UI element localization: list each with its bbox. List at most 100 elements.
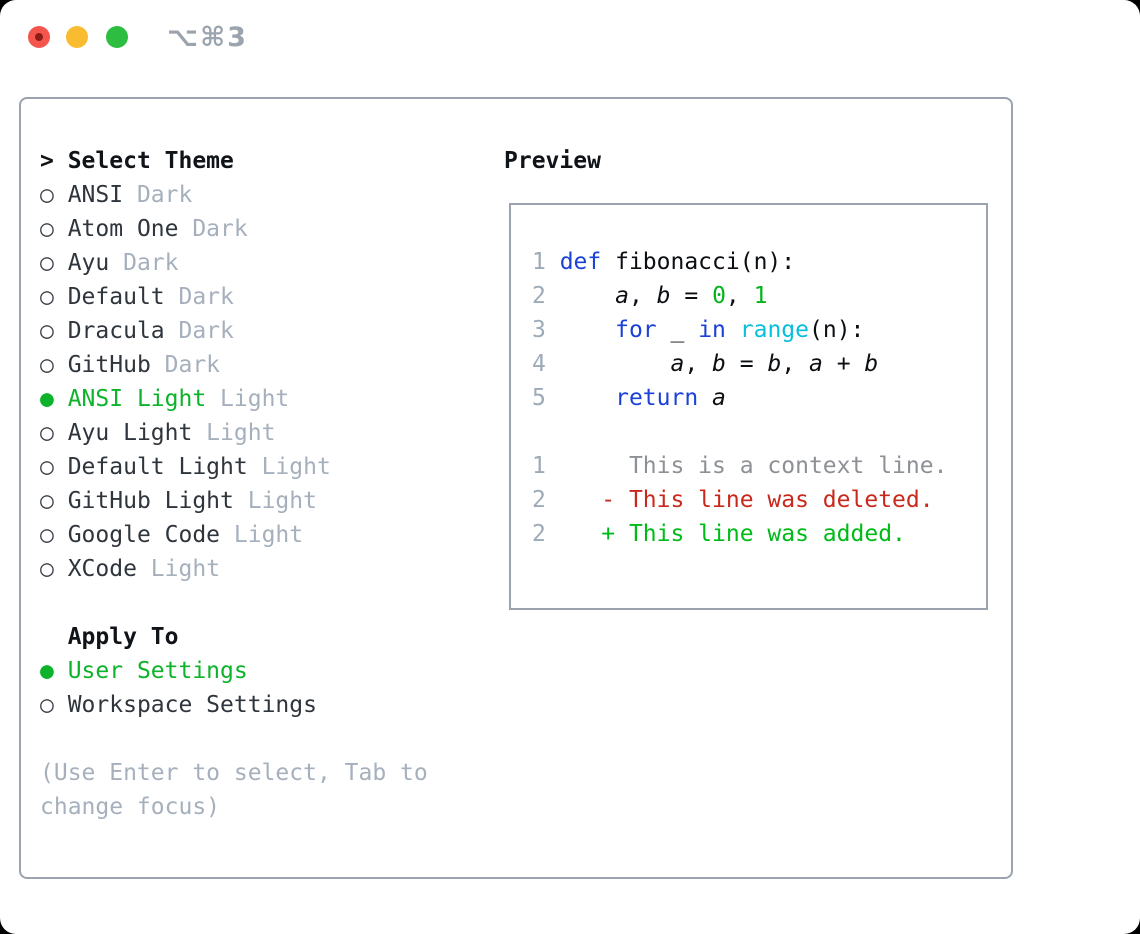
spacer <box>40 586 472 620</box>
code-token: 0 <box>712 283 726 309</box>
theme-option[interactable]: ● ANSI Light Light <box>40 382 472 416</box>
code-token: b <box>712 351 726 377</box>
radio-icon: ○ <box>40 318 68 344</box>
minimize-button[interactable] <box>66 26 88 48</box>
line-number: 1 <box>532 453 602 479</box>
radio-icon: ○ <box>40 182 68 208</box>
code-line: 4 a, b = b, a + b <box>532 347 986 381</box>
apply-to-list: ● User Settings○ Workspace Settings <box>40 654 472 722</box>
theme-name: ANSI Light <box>67 386 207 412</box>
diff-text: + This line was added. <box>601 521 906 547</box>
selected-radio-icon: ● <box>40 386 68 412</box>
theme-variant: Light <box>220 522 304 548</box>
radio-icon: ○ <box>40 284 68 310</box>
theme-option[interactable]: ○ Default Dark <box>40 280 472 314</box>
code-token: a <box>670 351 685 377</box>
code-token: a <box>809 351 823 377</box>
theme-name: GitHub <box>67 352 151 378</box>
code-token: for <box>615 317 657 343</box>
radio-icon: ○ <box>40 488 68 514</box>
theme-option[interactable]: ○ Default Light Light <box>40 450 472 484</box>
code-token: in <box>698 317 726 343</box>
theme-option[interactable]: ○ Dracula Dark <box>40 314 472 348</box>
code-token <box>560 317 615 343</box>
code-token: a <box>615 283 629 309</box>
theme-option[interactable]: ○ Ayu Light Light <box>40 416 472 450</box>
hint-text: (Use Enter to select, Tab to change focu… <box>40 760 442 820</box>
apply-to-heading-label: Apply To <box>67 624 179 650</box>
code-token <box>726 317 740 343</box>
select-theme-heading: > Select Theme <box>40 144 472 178</box>
theme-variant: Light <box>136 556 221 582</box>
window-title: ⌥⌘3 <box>167 22 248 53</box>
theme-option[interactable]: ○ Google Code Light <box>40 518 472 552</box>
diff-text: This is a context line. <box>601 453 948 479</box>
theme-variant: Dark <box>109 250 179 276</box>
close-button[interactable] <box>28 26 50 48</box>
theme-name: XCode <box>67 556 137 582</box>
focus-caret-icon: > <box>40 148 68 174</box>
theme-picker: > Select Theme ○ ANSI Dark○ Atom One Dar… <box>40 144 472 824</box>
radio-icon: ○ <box>40 216 68 242</box>
code-token: b <box>656 283 671 309</box>
select-theme-heading-label: Select Theme <box>67 148 234 174</box>
theme-name: GitHub Light <box>67 488 234 514</box>
zoom-button[interactable] <box>106 26 128 48</box>
theme-name: Default <box>67 284 165 310</box>
theme-variant: Light <box>206 386 290 412</box>
line-number: 3 <box>532 317 560 343</box>
apply-to-heading: Apply To <box>40 620 472 654</box>
apply-to-indent <box>40 624 68 650</box>
line-number: 5 <box>532 385 560 411</box>
code-token: , <box>725 283 754 309</box>
code-line: 2 a, b = 0, 1 <box>532 279 986 313</box>
theme-name: Ayu Light <box>67 420 193 446</box>
theme-variant: Light <box>233 488 317 514</box>
radio-icon: ○ <box>40 250 68 276</box>
code-token: 1 <box>753 283 768 309</box>
theme-option[interactable]: ○ Atom One Dark <box>40 212 472 246</box>
theme-option[interactable]: ○ GitHub Light Light <box>40 484 472 518</box>
titlebar: ⌥⌘3 <box>0 0 1140 76</box>
theme-option[interactable]: ○ Ayu Dark <box>40 246 472 280</box>
code-token: + <box>822 351 865 377</box>
apply-to-label: Workspace Settings <box>67 692 317 718</box>
theme-name: Default Light <box>67 454 248 480</box>
radio-icon: ○ <box>40 522 68 548</box>
theme-variant: Light <box>192 420 276 446</box>
code-line: 3 for _ in range(n): <box>532 313 986 347</box>
code-line: 1 def fibonacci(n): <box>532 245 986 279</box>
apply-to-option[interactable]: ○ Workspace Settings <box>40 688 472 722</box>
code-token: range <box>739 317 809 343</box>
diff-line: 2 - This line was deleted. <box>532 483 986 517</box>
code-token: b <box>767 351 782 377</box>
code-token: fibonacci(n): <box>601 249 796 275</box>
diff-line: 2 + This line was added. <box>532 517 986 551</box>
apply-to-option[interactable]: ● User Settings <box>40 654 472 688</box>
theme-picker-panel: > Select Theme ○ ANSI Dark○ Atom One Dar… <box>19 97 1013 879</box>
theme-variant: Dark <box>178 216 248 242</box>
theme-option[interactable]: ○ GitHub Dark <box>40 348 472 382</box>
line-number: 1 <box>532 249 560 275</box>
theme-variant: Dark <box>123 182 193 208</box>
theme-variant: Dark <box>164 284 234 310</box>
code-token: return <box>615 385 699 411</box>
diff-line: 1 This is a context line. <box>532 449 986 483</box>
theme-name: Ayu <box>67 250 110 276</box>
code-token <box>560 351 671 377</box>
radio-icon: ○ <box>40 556 68 582</box>
theme-variant: Light <box>247 454 331 480</box>
theme-option[interactable]: ○ ANSI Dark <box>40 178 472 212</box>
theme-variant: Dark <box>150 352 221 378</box>
diff-text: - This line was deleted. <box>601 487 934 513</box>
theme-name: ANSI <box>67 182 124 208</box>
line-number: 4 <box>532 351 560 377</box>
line-number: 2 <box>532 487 602 513</box>
radio-icon: ○ <box>40 692 68 718</box>
theme-option[interactable]: ○ XCode Light <box>40 552 472 586</box>
code-token: , <box>684 351 713 377</box>
code-token: = <box>670 283 713 309</box>
